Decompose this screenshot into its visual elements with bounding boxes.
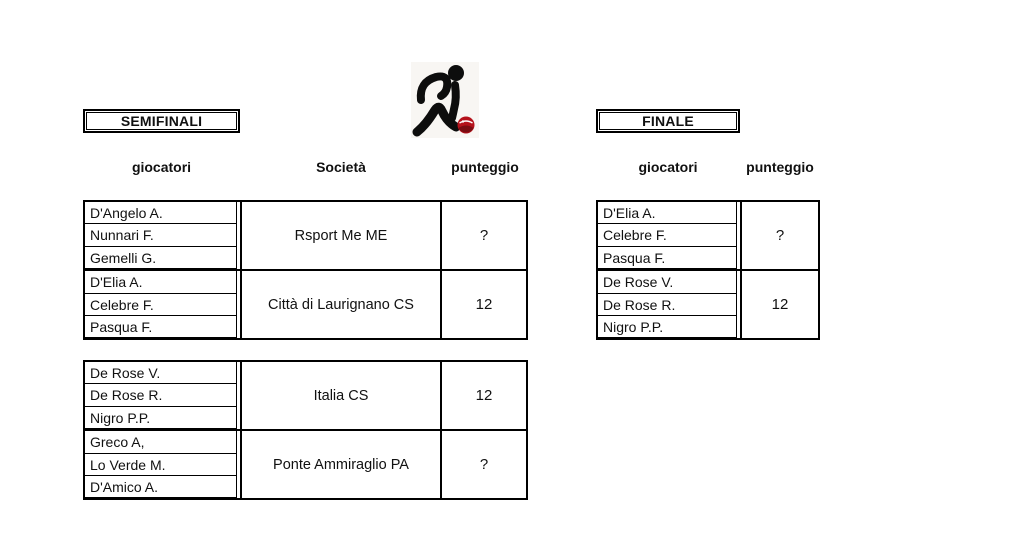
team-row: De Rose V. De Rose R. Nigro P.P. Italia … bbox=[85, 362, 526, 430]
society-name: Rsport Me ME bbox=[240, 202, 442, 270]
semifinali-title: SEMIFINALI bbox=[120, 113, 203, 129]
society-name: Italia CS bbox=[240, 362, 442, 430]
semifinal-match-1-table: D'Angelo A. Nunnari F. Gemelli G. Rsport… bbox=[83, 200, 528, 341]
semifinali-score-header: punteggio bbox=[451, 159, 519, 175]
finale-title: FINALE bbox=[642, 113, 694, 129]
finale-score-header: punteggio bbox=[746, 159, 814, 175]
players-column: De Rose V. De Rose R. Nigro P.P. bbox=[85, 362, 240, 430]
player-name: Celebre F. bbox=[598, 224, 737, 247]
society-name: Ponte Ammiraglio PA bbox=[240, 431, 442, 499]
finale-title-box: FINALE bbox=[596, 109, 740, 133]
player-name: Greco A, bbox=[85, 431, 237, 454]
player-name: Celebre F. bbox=[85, 293, 237, 316]
society-name: Città di Laurignano CS bbox=[240, 271, 442, 339]
team-row: D'Angelo A. Nunnari F. Gemelli G. Rsport… bbox=[85, 202, 526, 270]
player-name: De Rose V. bbox=[85, 362, 237, 385]
players-column: D'Elia A. Celebre F. Pasqua F. bbox=[85, 271, 240, 339]
player-name: Nunnari F. bbox=[85, 224, 237, 247]
player-name: D'Amico A. bbox=[85, 475, 237, 499]
finale-players-header: giocatori bbox=[638, 159, 698, 175]
player-name: Nigro P.P. bbox=[598, 315, 737, 339]
players-column: D'Angelo A. Nunnari F. Gemelli G. bbox=[85, 202, 240, 270]
player-name: De Rose V. bbox=[598, 271, 737, 294]
semifinal-match-2-table: De Rose V. De Rose R. Nigro P.P. Italia … bbox=[83, 360, 528, 501]
score-value: 12 bbox=[475, 387, 493, 405]
team-row: D'Elia A. Celebre F. Pasqua F. Città di … bbox=[85, 269, 526, 339]
team-row: Greco A, Lo Verde M. D'Amico A. Ponte Am… bbox=[85, 429, 526, 499]
player-name: Pasqua F. bbox=[598, 246, 737, 270]
player-name: D'Angelo A. bbox=[85, 202, 237, 225]
score-value: ? bbox=[479, 227, 489, 245]
semifinali-title-box: SEMIFINALI bbox=[83, 109, 240, 133]
semifinali-players-header: giocatori bbox=[131, 159, 192, 175]
player-name: De Rose R. bbox=[85, 384, 237, 407]
score-value: ? bbox=[740, 202, 818, 270]
team-row: De Rose V. De Rose R. Nigro P.P. 12 bbox=[598, 269, 818, 339]
player-name: Gemelli G. bbox=[85, 246, 237, 270]
score-value: 12 bbox=[740, 271, 818, 339]
player-name: Pasqua F. bbox=[85, 315, 237, 339]
semifinali-society-header: Società bbox=[316, 159, 366, 175]
team-row: D'Elia A. Celebre F. Pasqua F. ? bbox=[598, 202, 818, 270]
players-column: De Rose V. De Rose R. Nigro P.P. bbox=[598, 271, 740, 339]
player-name: D'Elia A. bbox=[85, 271, 237, 294]
player-name: Lo Verde M. bbox=[85, 453, 237, 476]
player-name: D'Elia A. bbox=[598, 202, 737, 225]
players-column: D'Elia A. Celebre F. Pasqua F. bbox=[598, 202, 740, 270]
score-value: ? bbox=[479, 456, 489, 474]
bocce-player-icon bbox=[411, 62, 479, 138]
score-value: 12 bbox=[475, 296, 493, 314]
players-column: Greco A, Lo Verde M. D'Amico A. bbox=[85, 431, 240, 499]
player-name: De Rose R. bbox=[598, 293, 737, 316]
player-name: Nigro P.P. bbox=[85, 406, 237, 430]
final-match-table: D'Elia A. Celebre F. Pasqua F. ? De Rose… bbox=[596, 200, 820, 341]
